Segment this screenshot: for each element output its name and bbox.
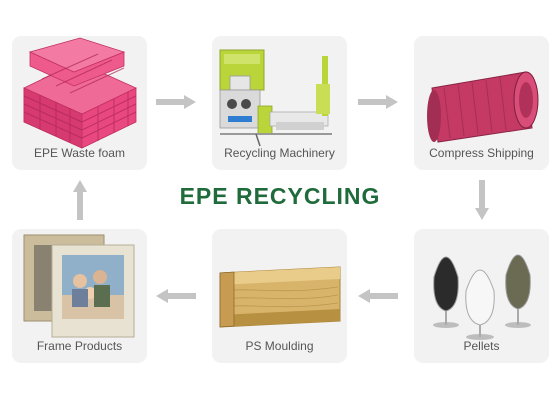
- step-label: Pellets: [463, 339, 500, 353]
- step-card-pellets: Pellets: [414, 229, 549, 363]
- arrow-left-icon: [358, 289, 398, 303]
- step-card-epe-waste-foam: EPE Waste foam: [12, 36, 147, 170]
- pink-foam-stack-image: [23, 37, 137, 149]
- step-label: EPE Waste foam: [34, 146, 125, 160]
- photo-frames-image: [23, 234, 135, 338]
- step-card-recycling-machinery: Recycling Machinery: [212, 36, 347, 170]
- step-card-ps-moulding: PS Moulding: [212, 229, 347, 363]
- arrow-right-icon: [358, 95, 398, 109]
- arrow-left-icon: [156, 289, 196, 303]
- step-label: Frame Products: [36, 339, 123, 353]
- pellet-flasks-image: [433, 254, 531, 340]
- recycling-machine-image: [219, 49, 332, 147]
- moulding-strip-image: [219, 266, 341, 328]
- step-label: PS Moulding: [245, 339, 314, 353]
- compressed-log-image: [427, 71, 539, 143]
- arrow-right-icon: [156, 95, 196, 109]
- step-label: Compress Shipping: [429, 146, 534, 160]
- step-label: Recycling Machinery: [224, 146, 335, 160]
- step-card-compress-shipping: Compress Shipping: [414, 36, 549, 170]
- step-card-frame-products: Frame Products: [12, 229, 147, 363]
- diagram-title: EPE RECYCLING: [179, 183, 381, 209]
- arrow-up-icon: [73, 180, 87, 220]
- arrow-down-icon: [475, 180, 489, 220]
